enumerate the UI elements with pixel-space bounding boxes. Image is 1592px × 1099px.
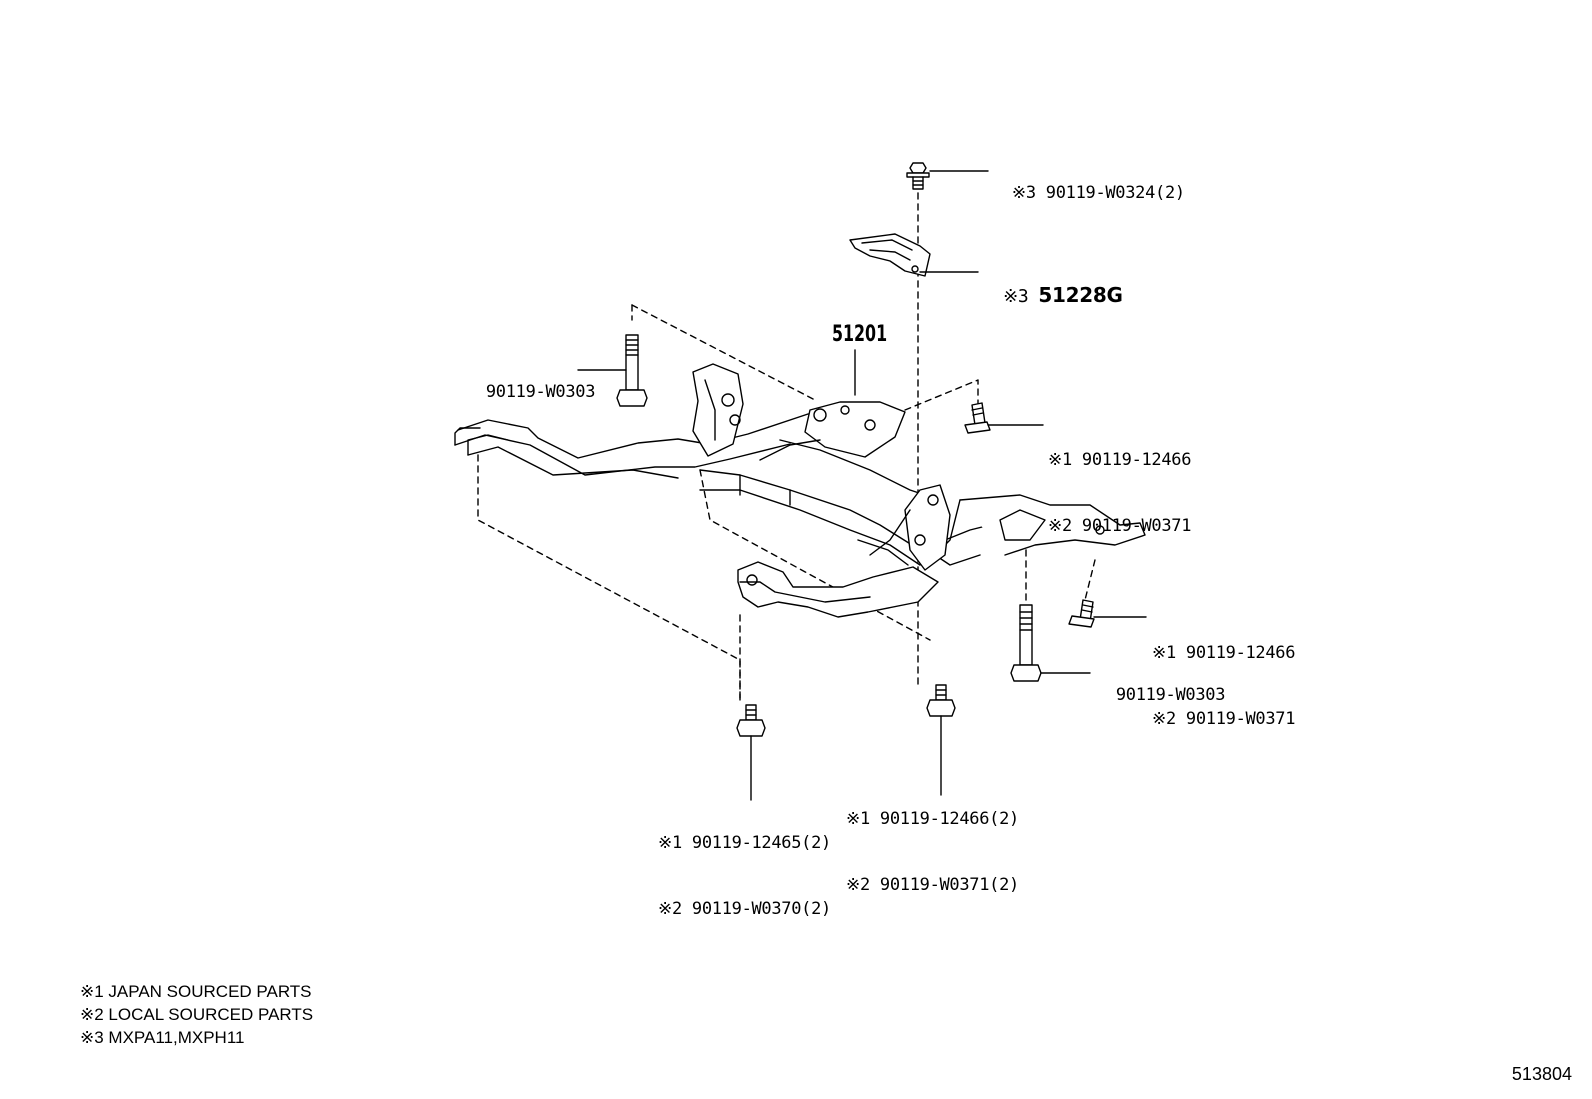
- bolt-icon: [926, 684, 956, 717]
- part-number: 90119-W0303: [1115, 685, 1226, 705]
- part-number: 90119-W0371: [1185, 709, 1296, 729]
- figure-number: 513804: [1511, 1064, 1572, 1084]
- brace-drawing: [849, 233, 931, 277]
- bolt-icon: [906, 162, 930, 190]
- label-bottom-left[interactable]: ※1 90119-12465(2) ※2 90119-W0370(2): [658, 788, 831, 942]
- label-top-bolt[interactable]: ※3 90119-W0324(2): [992, 160, 1185, 204]
- part-number: 90119-12466: [1081, 450, 1192, 470]
- part-number: 90119-W0303: [485, 382, 596, 402]
- source-mark: ※2: [846, 875, 870, 895]
- bolt-icon: [736, 704, 766, 737]
- source-mark: ※1: [658, 833, 682, 853]
- label-right-bolt-lower[interactable]: ※1 90119-12466 ※2 90119-W0371: [1152, 598, 1295, 752]
- assembly-part-number[interactable]: 51201: [832, 322, 888, 347]
- part-number: 90119-W0370(2): [691, 899, 831, 919]
- source-mark: ※2: [658, 899, 682, 919]
- label-brace[interactable]: ※3 51228G: [982, 262, 1123, 308]
- source-mark: ※2: [1048, 516, 1072, 536]
- label-right-long-bolt[interactable]: 90119-W0303: [1096, 662, 1226, 706]
- source-mark: ※1: [1152, 643, 1176, 663]
- source-mark: ※2: [1152, 709, 1176, 729]
- part-number: 90119-W0371: [1081, 516, 1192, 536]
- part-number: 90119-W0324(2): [1045, 183, 1185, 203]
- part-number: 90119-12466: [1185, 643, 1296, 663]
- legend: ※1 JAPAN SOURCED PARTS ※2 LOCAL SOURCED …: [80, 980, 313, 1049]
- part-number: 90119-W0371(2): [879, 875, 1019, 895]
- part-number: 90119-12465(2): [691, 833, 831, 853]
- label-left-bolt[interactable]: 90119-W0303: [466, 359, 596, 403]
- legend-item: ※1 JAPAN SOURCED PARTS: [80, 982, 312, 1001]
- label-bottom-center[interactable]: ※1 90119-12466(2) ※2 90119-W0371(2): [846, 764, 1019, 918]
- bolt-icon: [1068, 599, 1095, 628]
- legend-item: ※2 LOCAL SOURCED PARTS: [80, 1005, 314, 1024]
- part-number: 90119-12466(2): [879, 809, 1019, 829]
- part-number: 51228G: [1038, 283, 1123, 307]
- source-mark: ※3: [1011, 183, 1036, 203]
- label-right-bolt-upper[interactable]: ※1 90119-12466 ※2 90119-W0371: [1048, 405, 1191, 559]
- bolt-icon: [964, 402, 991, 434]
- bolt-icon: [616, 334, 648, 407]
- legend-item: ※3 MXPA11,MXPH11: [80, 1028, 245, 1047]
- source-mark: ※1: [846, 809, 870, 829]
- source-mark: ※1: [1048, 450, 1072, 470]
- source-mark: ※3: [1003, 286, 1029, 307]
- bolt-icon: [1010, 604, 1042, 682]
- crossmember-drawing: [454, 363, 1146, 618]
